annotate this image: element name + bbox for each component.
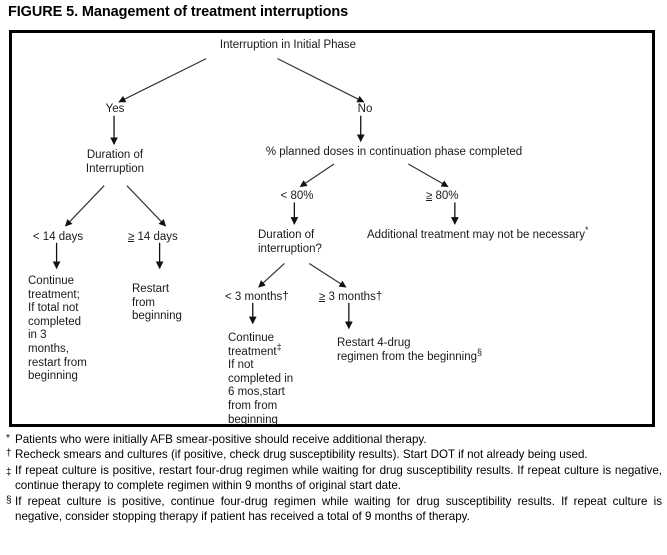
footnote-marker-1: * <box>6 433 10 444</box>
node-duration-of-interruption: Duration of Interruption <box>85 149 145 175</box>
ge-symbol-14-days: ≥ <box>128 231 135 243</box>
node-option-lt-14-days: < 14 days <box>32 231 84 243</box>
leaf-continue-treatment-if-total-not-completed: Continue treatment; If total not complet… <box>28 275 87 383</box>
leaf-additional-treatment-text: Additional treatment may not be necessar… <box>367 229 585 241</box>
node-option-ge-14-days: ≥ 14 days <box>128 231 208 245</box>
leaf-continue-line1: Continue <box>228 332 275 344</box>
node-option-ge-80-percent: ≥ 80% <box>426 190 506 204</box>
option-ge-3-months-label: 3 months <box>328 291 376 303</box>
footnote-marker-2: † <box>6 448 12 460</box>
footnote-marker-double-dagger: ‡ <box>276 341 282 352</box>
leaf-continue-rest: If not completed in 6 mos,start from fro… <box>228 359 294 426</box>
node-root-interruption-initial-phase: Interruption in Initial Phase <box>219 39 357 51</box>
leaf-continue-line2: treatment <box>228 345 277 358</box>
footnote-text-3: If repeat culture is positive, restart f… <box>15 463 662 493</box>
footnote-marker-dagger-lt3: † <box>282 291 289 303</box>
page-title: FIGURE 5. Management of treatment interr… <box>8 4 349 20</box>
footnote-text-4: If repeat culture is positive, continue … <box>15 494 662 524</box>
footnote-double-dagger: ‡ If repeat culture is positive, restart… <box>6 463 662 494</box>
option-ge-80-percent-label: 80% <box>435 190 459 202</box>
footnote-marker-4: § <box>6 494 12 506</box>
node-branch-yes: Yes <box>105 103 125 115</box>
node-option-ge-3-months: ≥ 3 months† <box>319 291 419 305</box>
leaf-restart-4-drug-text: Restart 4-drug regimen from the beginnin… <box>337 337 477 363</box>
node-option-lt-3-months: < 3 months† <box>225 291 315 305</box>
figure-diagram-box: Interruption in Initial Phase Yes No Dur… <box>9 30 655 427</box>
option-lt-3-months-label: < 3 months <box>225 291 283 303</box>
ge-symbol-80-percent: ≥ <box>426 190 433 202</box>
footnote-section: § If repeat culture is positive, continu… <box>6 494 662 525</box>
leaf-additional-treatment-may-not-be-necessary: Additional treatment may not be necessar… <box>367 226 652 243</box>
footnote-marker-dagger-ge3: † <box>375 291 383 303</box>
node-percent-planned-doses-completed: % planned doses in continuation phase co… <box>265 146 523 158</box>
node-duration-of-interruption-question: Duration of interruption? <box>258 229 322 255</box>
leaf-continue-treatment-if-not-completed: Continue treatment‡ If not completed in … <box>228 332 324 427</box>
footnote-marker-asterisk: * <box>584 225 589 236</box>
leaf-restart-4-drug-regimen: Restart 4-drug regimen from the beginnin… <box>337 337 547 364</box>
footnote-text-1: Patients who were initially AFB smear-po… <box>15 433 427 446</box>
ge-symbol-3-months: ≥ <box>319 291 326 303</box>
leaf-restart-from-beginning: Restart from beginning <box>132 283 182 323</box>
option-ge-14-days-label: 14 days <box>137 231 178 243</box>
footnote-dagger: † Recheck smears and cultures (if positi… <box>6 447 662 462</box>
node-option-lt-80-percent: < 80% <box>280 190 314 202</box>
footnotes: * Patients who were initially AFB smear-… <box>6 432 662 524</box>
footnote-marker-section: § <box>477 346 483 357</box>
footnote-asterisk: * Patients who were initially AFB smear-… <box>6 432 662 447</box>
flowchart-connectors <box>52 58 459 330</box>
footnote-text-2: Recheck smears and cultures (if positive… <box>15 448 588 462</box>
node-branch-no: No <box>357 103 373 115</box>
footnote-marker-3: ‡ <box>6 466 12 478</box>
